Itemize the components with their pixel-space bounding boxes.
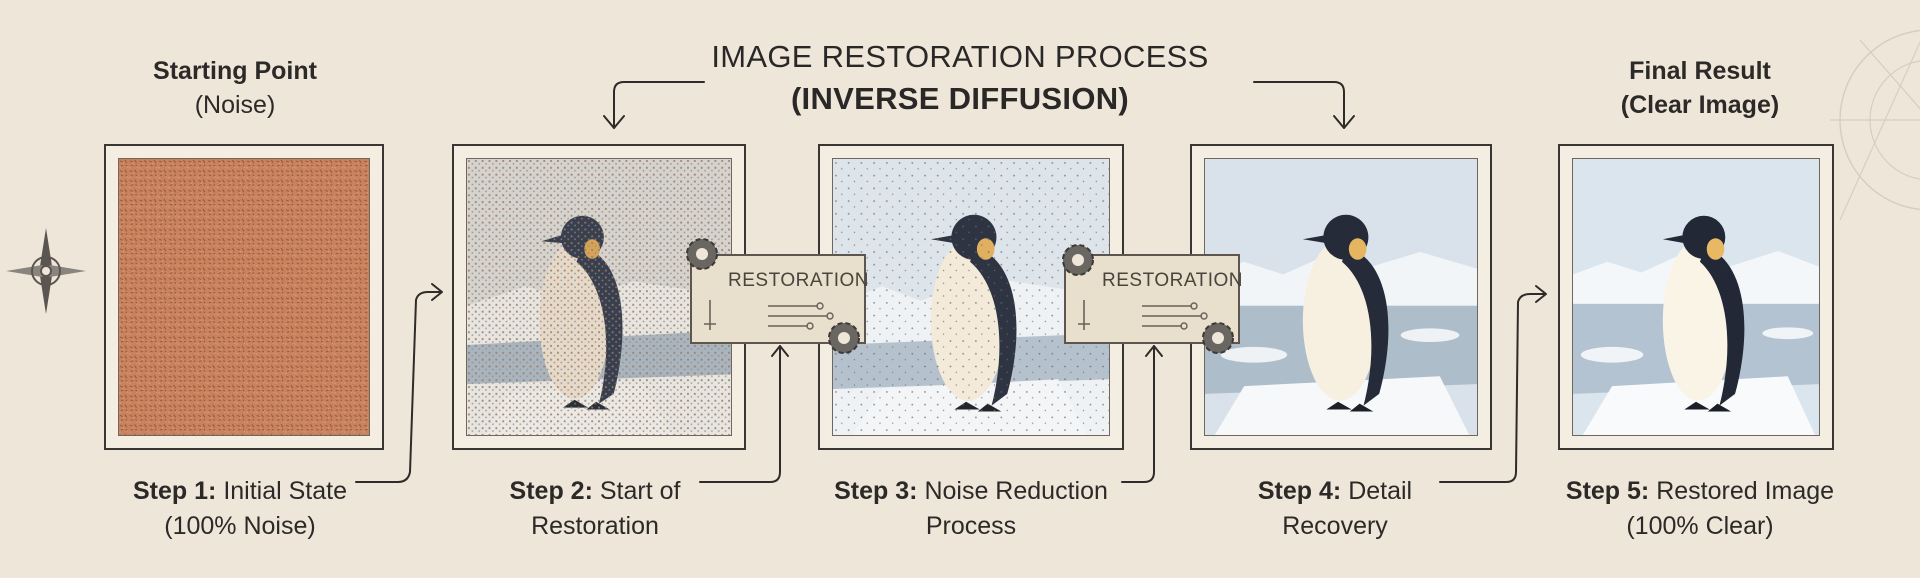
noisy-penguin-image [466,158,732,436]
step-1-label: Step 1: Initial State (100% Noise) [110,474,370,544]
restored-penguin-image [1572,158,1820,436]
step-4-image-frame [1190,144,1492,450]
noise-image [118,158,370,436]
step-1-number: Step 1: [133,477,217,505]
step-4-number: Step 4: [1257,477,1342,505]
restoration-panel-1-label: RESTORATION [728,270,869,291]
detailed-penguin-image [1204,158,1478,436]
gear-icon [1062,244,1094,276]
gear-icon [686,238,718,270]
step-2-image-frame [452,144,746,450]
step-5-text: Restored Image [1656,477,1835,505]
gear-icon [1202,322,1234,354]
diagram-title: IMAGE RESTORATION PROCESS (INVERSE DIFFU… [650,36,1270,120]
step-3-subtext: Process [925,512,1017,540]
step-3-image-frame [818,144,1124,450]
step-2-subtext: Restoration [531,512,659,540]
step-1-image-frame [104,144,384,450]
circuit-icon [1078,300,1208,330]
step-3-text: Noise Reduction [924,477,1108,505]
final-result-title: Final Result [1629,57,1771,85]
final-result-subtitle: (Clear Image) [1620,91,1780,119]
step-4-label: Step 4: Detail Recovery [1230,474,1440,544]
step-5-subtext: (100% Clear) [1626,512,1774,540]
step-5-label: Step 5: Restored Image (100% Clear) [1560,474,1840,544]
starting-point-title: Starting Point [153,57,317,85]
decorative-compass-sketch [1830,29,1920,221]
title-line-2: (INVERSE DIFFUSION) [790,81,1130,116]
starting-point-label: Starting Point (Noise) [100,54,370,122]
step-2-label: Step 2: Start of Restoration [470,474,720,544]
compass-rose-icon [6,228,86,314]
step-5-image-frame [1558,144,1834,450]
step-2-number: Step 2: [509,477,593,505]
gear-icon [828,322,860,354]
restoration-panel-2-label: RESTORATION [1102,270,1243,291]
step-1-text: Initial State [223,477,347,505]
title-line-1: IMAGE RESTORATION PROCESS [711,39,1209,74]
circuit-icon [704,300,834,330]
starting-point-subtitle: (Noise) [194,91,276,119]
step-5-number: Step 5: [1565,477,1650,505]
final-result-label: Final Result (Clear Image) [1570,54,1830,122]
step-3-number: Step 3: [834,477,918,505]
partially-clean-penguin-image [832,158,1110,436]
step-4-subtext: Recovery [1282,512,1388,540]
step-4-text: Detail [1348,477,1413,505]
step-2-text: Start of [599,477,681,505]
step-3-label: Step 3: Noise Reduction Process [818,474,1124,544]
step-1-subtext: (100% Noise) [164,512,316,540]
